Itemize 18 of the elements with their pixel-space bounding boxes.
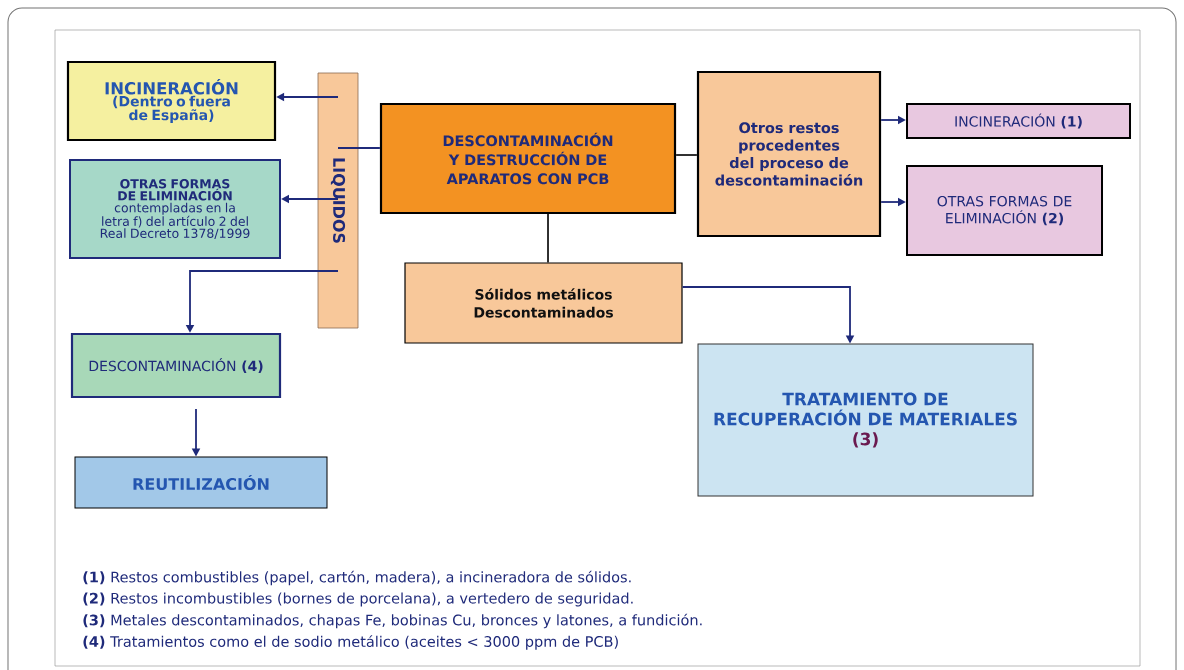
process-box: TRATAMIENTO DE RECUPERACIÓN DE MATERIALES (3) — [697, 343, 1034, 497]
footnote: (3) Metales descontaminados, chapas Fe, bobinas Cu, bronces y latones, a fundición. — [83, 613, 702, 629]
vertical-band: LIQUIDOS — [317, 72, 359, 329]
footnote: (2) Restos incombustibles (bornes de porcelana), a vertedero de seguridad. — [83, 592, 633, 607]
process-box: DESCONTAMINACIÓN (4) — [70, 332, 282, 399]
process-box: INCINERACIÓN (Dentro o fuera de España) — [66, 60, 277, 142]
connector-line — [337, 147, 381, 149]
process-box: INCINERACIÓN (1) — [906, 103, 1131, 139]
process-box: OTRAS FORMAS DE ELIMINACIÓN (2) — [906, 165, 1103, 256]
process-box: DESCONTAMINACIÓN Y DESTRUCCIÓN DE APARATOS CON PCB — [379, 102, 677, 215]
connector-line — [547, 213, 549, 264]
process-box: Otros restos procedentes del proceso de descontaminación — [696, 70, 882, 238]
connector-line — [675, 154, 698, 156]
footnote: (1) Restos combustibles (papel, cartón, madera), a incineradora de sólidos. — [83, 570, 631, 586]
process-box: REUTILIZACIÓN — [74, 456, 328, 509]
process-box: Sólidos metálicos Descontaminados — [404, 262, 683, 344]
footnote: (4) Tratamientos como el de sodio metálico (aceites < 3000 ppm de PCB) — [83, 635, 618, 650]
process-box: OTRAS FORMAS DE ELIMINACIÓN contempladas en la letra f) del artículo 2 del Real Decreto 1378/1999 — [69, 159, 281, 259]
